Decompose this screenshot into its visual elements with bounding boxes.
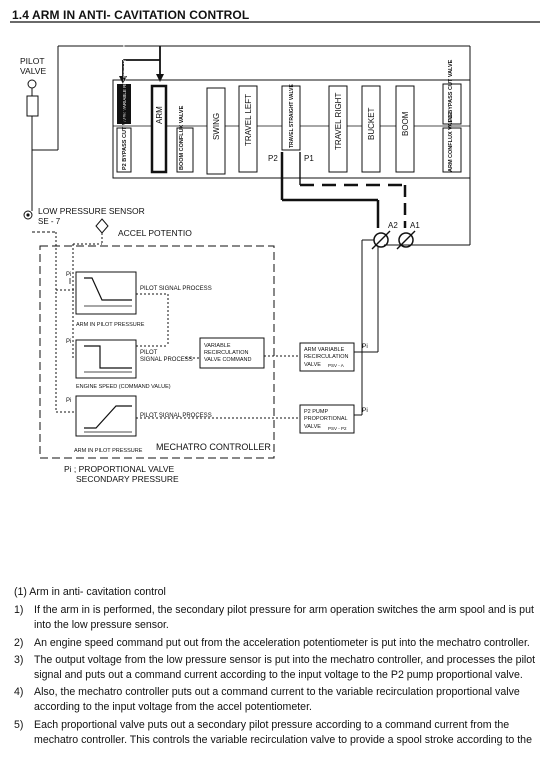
svg-text:Pi: Pi bbox=[66, 398, 71, 404]
svg-text:BOOM: BOOM bbox=[401, 111, 410, 136]
spool-travel-left bbox=[238, 85, 258, 173]
se7-label: SE - 7 bbox=[38, 217, 61, 226]
svg-text:VALVE: VALVE bbox=[304, 424, 321, 430]
svg-text:BOOM CONFLUX VALVE: BOOM CONFLUX VALVE bbox=[179, 105, 185, 170]
accel-potentio-label: ACCEL POTENTIO bbox=[118, 228, 192, 238]
graph2-label-1: PILOT bbox=[140, 350, 158, 356]
low-pressure-sensor-icon bbox=[23, 210, 33, 220]
psv-p2-box bbox=[299, 404, 355, 434]
legend-line-2: SECONDARY PRESSURE bbox=[76, 474, 179, 484]
pilot-valve-label: PILOT bbox=[20, 56, 45, 66]
graph2-axis: ENGINE SPEED (COMMAND VALUE) bbox=[76, 384, 171, 390]
description-text: (1) Arm in anti- cavitation control 1)If… bbox=[14, 585, 539, 750]
a1-label: A1 bbox=[410, 221, 420, 230]
list-item: 4)Also, the mechatro controller puts out… bbox=[14, 686, 520, 714]
graph2-label-2: SIGNAL PROCESS bbox=[140, 357, 193, 363]
graph1-label: PILOT SIGNAL PROCESS bbox=[140, 286, 212, 292]
spool-boom bbox=[395, 85, 415, 173]
svg-text:PSV - A: PSV - A bbox=[328, 363, 344, 368]
list-item: 1)If the arm in is performed, the second… bbox=[14, 604, 534, 632]
spool-travel-straight bbox=[281, 85, 301, 151]
graph3-axis: ARM IN PILOT PRESSURE bbox=[74, 448, 143, 454]
spool-swing bbox=[206, 87, 226, 175]
svg-text:Pi: Pi bbox=[66, 272, 71, 278]
svg-text:RECIRCULATION: RECIRCULATION bbox=[204, 350, 249, 356]
svg-text:P1 BYPASS CUT VALVE: P1 BYPASS CUT VALVE bbox=[448, 59, 454, 122]
spool-arm bbox=[150, 84, 168, 174]
svg-text:VALVE COMMAND: VALVE COMMAND bbox=[204, 357, 251, 363]
svg-text:TRAVEL RIGHT: TRAVEL RIGHT bbox=[334, 93, 343, 150]
graph1-box bbox=[75, 271, 137, 315]
spool-p1-bypass bbox=[442, 83, 462, 125]
svg-text:TRAVEL LEFT: TRAVEL LEFT bbox=[244, 94, 253, 146]
svg-text:ARM CONFLUX VALVE: ARM CONFLUX VALVE bbox=[448, 112, 454, 172]
graph2-box bbox=[75, 339, 137, 379]
spool-p2-bypass bbox=[116, 127, 132, 173]
pilot-valve-body bbox=[26, 95, 39, 117]
svg-text:ARM VARIABLE: ARM VARIABLE bbox=[304, 347, 345, 353]
control-valve-block bbox=[112, 79, 471, 179]
page-title: 1.4 ARM IN ANTI- CAVITATION CONTROL bbox=[12, 8, 250, 22]
mechatro-controller-label: MECHATRO CONTROLLER bbox=[156, 442, 271, 452]
a2-label: A2 bbox=[388, 221, 398, 230]
svg-text:PROPORTIONAL: PROPORTIONAL bbox=[304, 416, 348, 422]
spool-arm-variable bbox=[117, 84, 131, 124]
spool-travel-right bbox=[328, 85, 348, 173]
svg-text:VARIABLE: VARIABLE bbox=[204, 343, 231, 349]
svg-text:ARM VARIABLE RECIRCULATION VAL: ARM VARIABLE RECIRCULATION VALVE bbox=[122, 36, 127, 122]
low-pressure-sensor-label: LOW PRESSURE SENSOR bbox=[38, 206, 145, 216]
pump-a1 bbox=[398, 232, 414, 248]
graph2-curve bbox=[84, 345, 132, 369]
psv-a-box bbox=[299, 342, 355, 372]
graph3-curve bbox=[84, 405, 132, 429]
pi-label-a: Pi bbox=[362, 343, 368, 350]
legend-line-1: Pi ; PROPORTIONAL VALVE bbox=[64, 464, 175, 474]
list-item: 3)The output voltage from the low pressu… bbox=[14, 653, 536, 682]
pi-label-p2: Pi bbox=[362, 407, 368, 414]
mechatro-controller-box bbox=[39, 245, 275, 459]
svg-text:P2 BYPASS CUT VALVE: P2 BYPASS CUT VALVE bbox=[122, 107, 128, 170]
p2-label: P2 bbox=[268, 154, 278, 163]
svg-text:TRAVEL STRAIGHT VALVE: TRAVEL STRAIGHT VALVE bbox=[289, 84, 295, 148]
svg-text:P2 PUMP: P2 PUMP bbox=[304, 409, 328, 415]
section-heading: (1) Arm in anti- cavitation control bbox=[14, 586, 166, 598]
graph1-curve bbox=[84, 277, 132, 301]
graph1-axis: ARM IN PILOT PRESSURE bbox=[76, 322, 145, 328]
list-item: 5)Each proportional valve puts out a sec… bbox=[14, 718, 532, 746]
spool-boom-conflux bbox=[176, 127, 194, 173]
accel-potentio-symbol bbox=[95, 218, 109, 234]
svg-text:Pi: Pi bbox=[66, 339, 71, 345]
graph3-label: PILOT SIGNAL PROCESS bbox=[140, 413, 212, 419]
p1-label: P1 bbox=[304, 154, 314, 163]
control-diagram: PILOT VALVE ARM VARIABLE RECIRCULATION V… bbox=[10, 21, 540, 484]
pilot-valve-label-2: VALVE bbox=[20, 66, 46, 76]
spool-arm-conflux bbox=[442, 127, 462, 173]
svg-text:ARM: ARM bbox=[155, 106, 164, 124]
svg-text:SWING: SWING bbox=[212, 113, 221, 140]
svg-text:RECIRCULATION: RECIRCULATION bbox=[304, 354, 349, 360]
vrv-command-box bbox=[199, 337, 265, 369]
list-item: 2)An engine speed command put out from t… bbox=[14, 636, 530, 649]
svg-text:PSV - P2: PSV - P2 bbox=[328, 426, 347, 431]
svg-text:BUCKET: BUCKET bbox=[367, 107, 376, 140]
graph3-box bbox=[75, 395, 137, 437]
svg-text:VALVE: VALVE bbox=[304, 362, 321, 368]
spool-bucket bbox=[361, 85, 381, 173]
pilot-valve-symbol bbox=[27, 79, 37, 89]
